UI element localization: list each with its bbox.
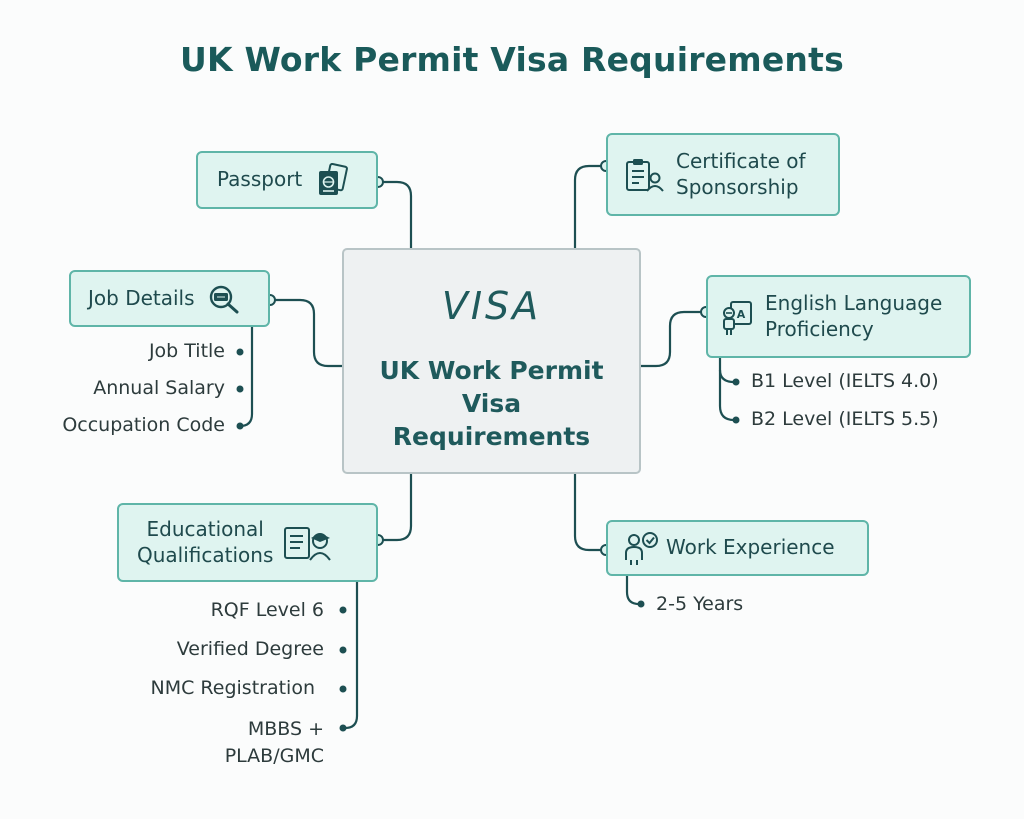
connector-experience: [573, 474, 606, 552]
english-item-b2: B2 Level (IELTS 5.5): [751, 408, 939, 430]
dot-nmc: [339, 685, 347, 693]
job-item-title: Job Title: [148, 340, 225, 362]
education-label: Educational Qualifications: [137, 516, 274, 567]
connector-english-items: [718, 358, 735, 422]
dot-annual-salary: [236, 385, 244, 393]
dot-b1: [732, 378, 740, 386]
connector-education-items: [344, 582, 359, 730]
dot-rqf: [339, 606, 347, 614]
diploma-graduate-icon: [283, 524, 335, 562]
connector-english: [641, 310, 706, 368]
svg-text:A: A: [737, 308, 746, 321]
job-details-label: Job Details: [88, 285, 195, 310]
worker-check-icon: [623, 530, 659, 566]
connector-experience-items: [625, 576, 640, 606]
english-label: English Language Proficiency: [765, 290, 943, 341]
connector-education: [378, 474, 413, 542]
node-job-details[interactable]: Job Details: [69, 270, 270, 327]
education-item-rqf: RQF Level 6: [210, 599, 324, 621]
node-english-language-proficiency[interactable]: A English Language Proficiency: [706, 275, 971, 358]
job-item-salary: Annual Salary: [93, 377, 225, 399]
education-item-verified-degree: Verified Degree: [176, 638, 324, 660]
dot-verified-degree: [339, 646, 347, 654]
dot-b2: [732, 416, 740, 424]
dot-mbbs: [339, 724, 347, 732]
education-item-nmc: NMC Registration: [150, 677, 316, 699]
dot-occupation-code: [236, 422, 244, 430]
passport-label: Passport: [217, 167, 303, 192]
certificate-person-icon: [624, 156, 664, 194]
node-educational-qualifications[interactable]: Educational Qualifications: [117, 503, 378, 582]
education-item-mbbs: MBBS + PLAB/GMC: [224, 718, 324, 767]
job-item-occupation-code: Occupation Code: [62, 414, 225, 436]
sponsorship-label: Certificate of Sponsorship: [676, 148, 806, 199]
node-passport[interactable]: Passport: [196, 151, 378, 209]
work-experience-label: Work Experience: [666, 535, 835, 560]
connector-passport: [378, 180, 413, 248]
connector-job-details: [270, 298, 342, 368]
center-visa-box: VISA UK Work Permit Visa Requirements: [342, 248, 641, 474]
english-item-b1: B1 Level (IELTS 4.0): [751, 370, 939, 392]
visa-badge: VISA: [441, 284, 542, 328]
center-title: UK Work Permit Visa Requirements: [379, 356, 604, 451]
passport-icon: [316, 163, 352, 197]
job-search-icon: [207, 283, 241, 315]
dot-years: [637, 600, 645, 608]
node-work-experience[interactable]: Work Experience: [606, 520, 869, 576]
connector-sponsorship: [573, 164, 606, 248]
dot-job-title: [236, 348, 244, 356]
language-speaker-icon: A: [721, 298, 755, 336]
experience-item-years: 2-5 Years: [656, 593, 744, 615]
diagram-title: UK Work Permit Visa Requirements: [180, 40, 844, 79]
node-certificate-of-sponsorship[interactable]: Certificate of Sponsorship: [606, 133, 840, 216]
